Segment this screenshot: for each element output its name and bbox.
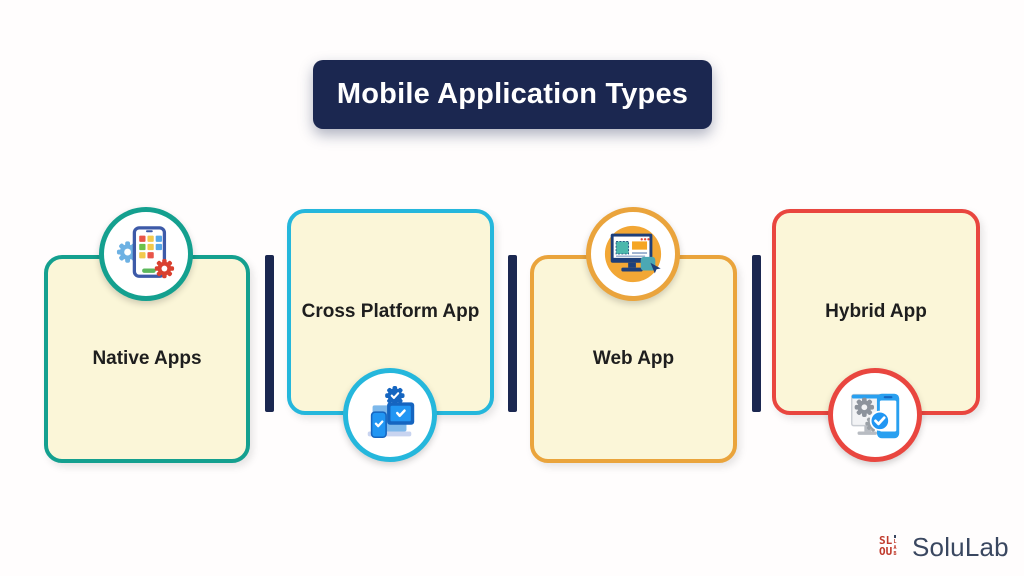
svg-text:OU: OU (879, 545, 893, 558)
svg-text:A: A (894, 545, 897, 551)
card-hybrid-app-label: Hybrid App (825, 301, 927, 322)
card-web-app-label: Web App (592, 348, 675, 369)
cross-platform-icon-badge (343, 368, 437, 462)
card-cross-platform-app-label: Cross Platform App (301, 301, 480, 322)
svg-text:L: L (894, 539, 897, 545)
native-apps-icon (116, 226, 175, 279)
solulab-logo-mark: SL OU L A B (879, 534, 897, 558)
title-banner: Mobile Application Types (313, 60, 712, 129)
divider (752, 255, 761, 412)
card-native-apps-label: Native Apps (92, 348, 202, 369)
svg-text:SL: SL (879, 534, 893, 547)
hybrid-app-icon-badge (828, 368, 922, 462)
solulab-logo: SL OU L A B SoluLab (879, 530, 1009, 564)
divider (265, 255, 274, 412)
cross-platform-icon (367, 385, 415, 439)
divider (508, 255, 517, 412)
web-app-icon-badge (586, 207, 680, 301)
web-app-icon (604, 225, 662, 283)
svg-text:B: B (894, 551, 897, 557)
hybrid-app-icon (851, 393, 900, 439)
native-apps-icon-badge (99, 207, 193, 301)
page-title: Mobile Application Types (336, 78, 689, 110)
solulab-logo-text: SoluLab (912, 531, 1009, 562)
